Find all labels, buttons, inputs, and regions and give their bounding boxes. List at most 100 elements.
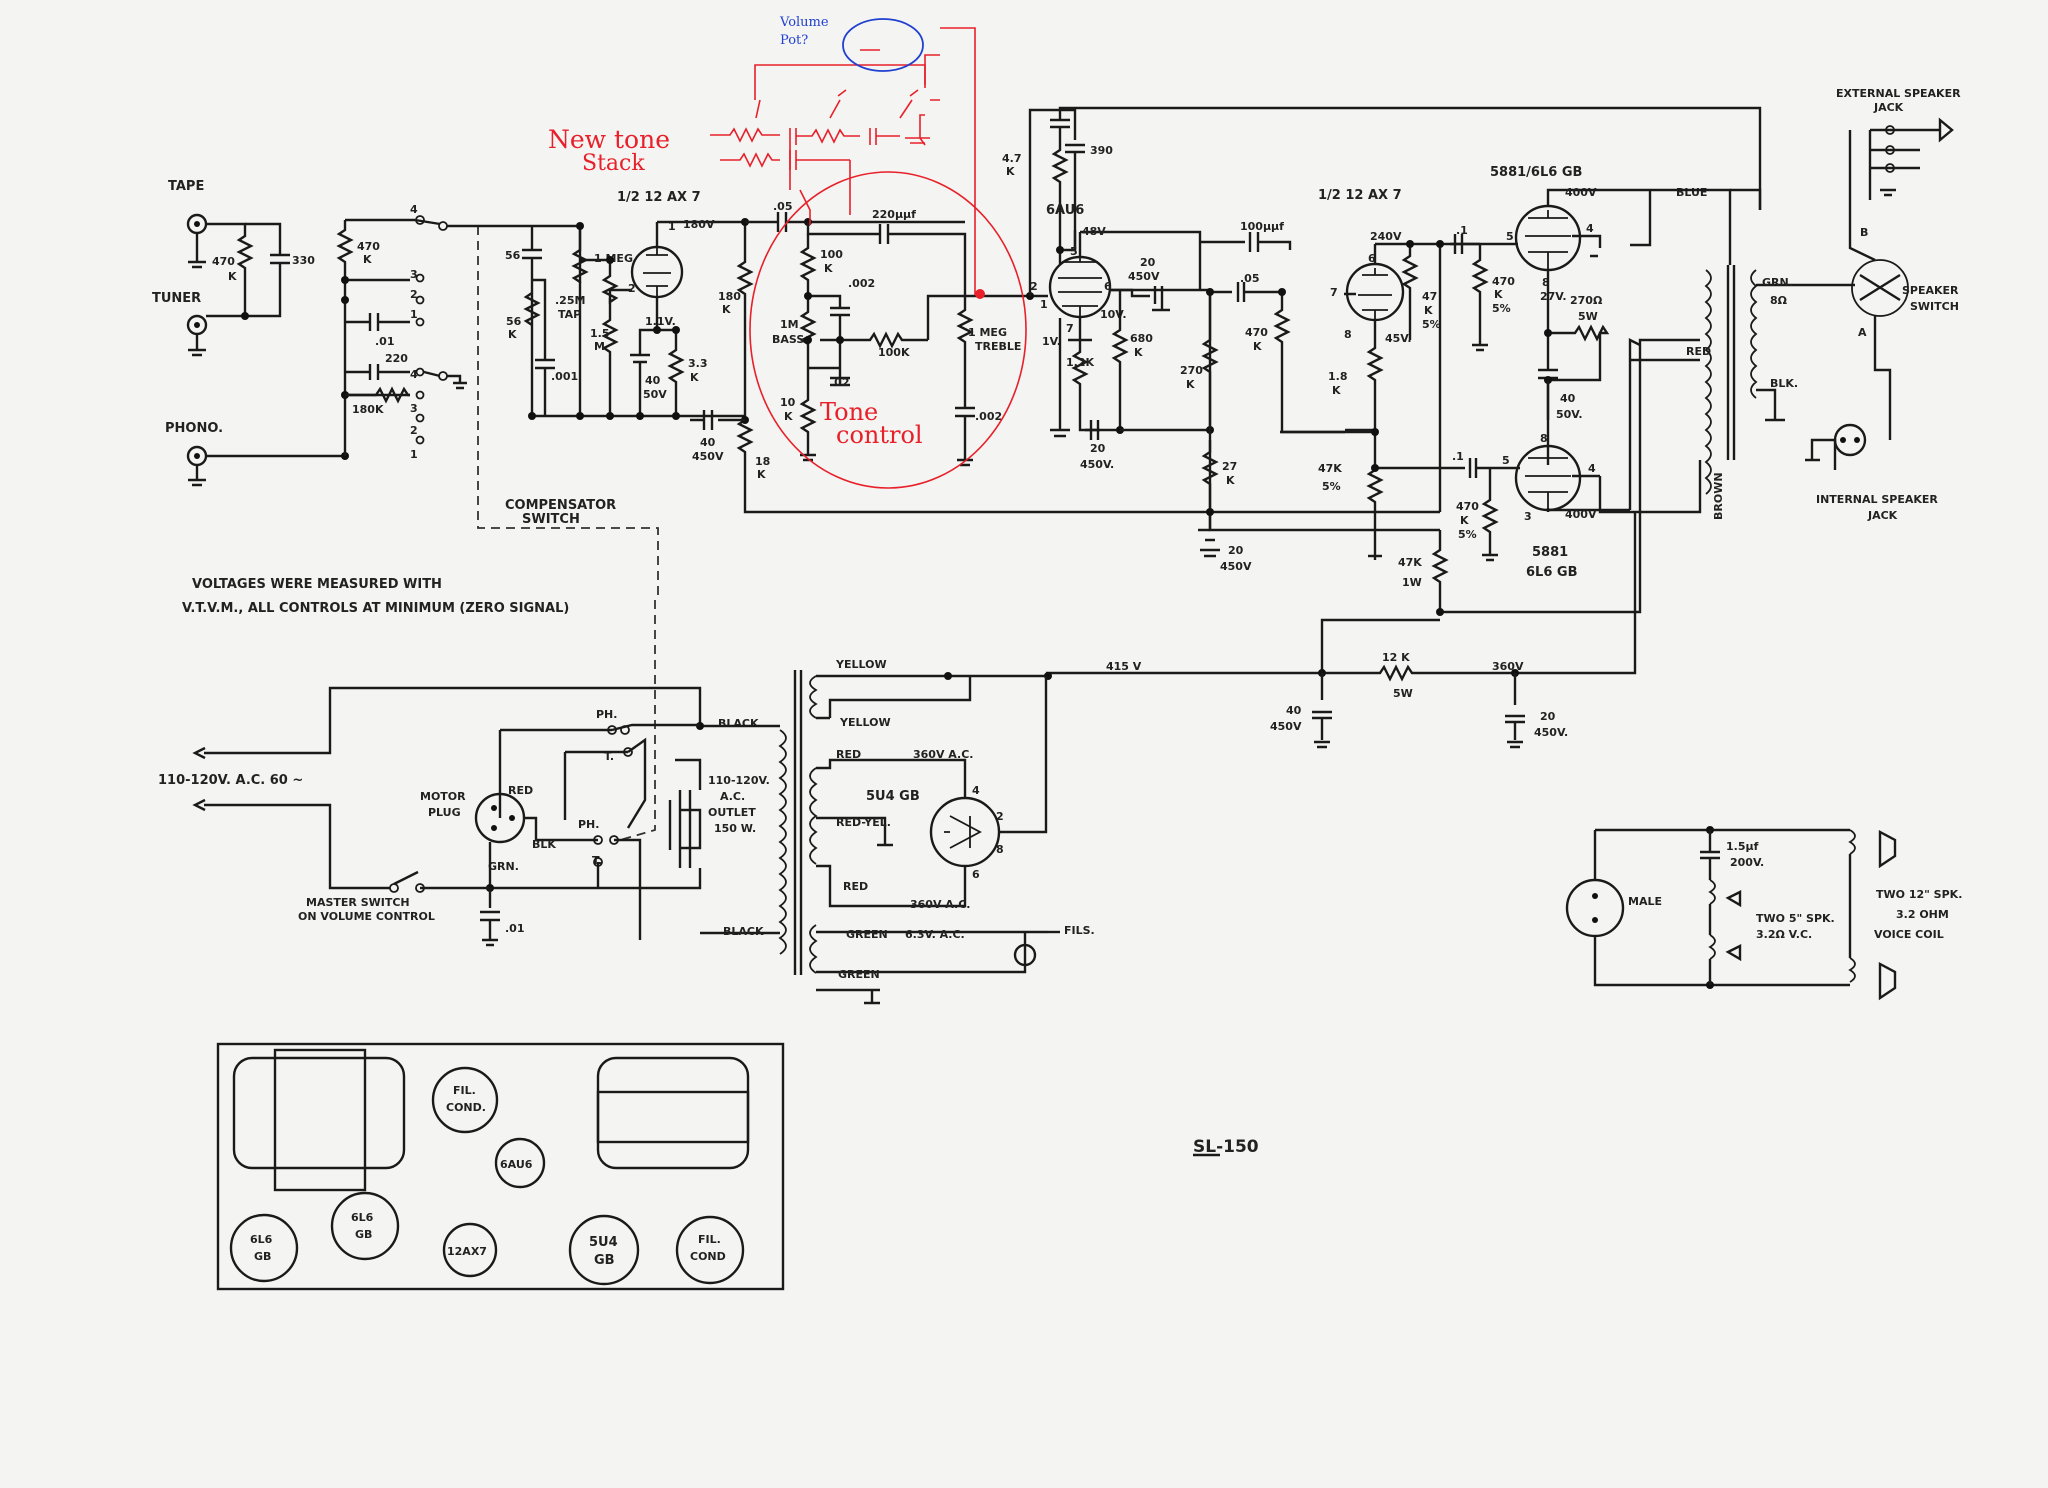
switch-a-label: A [1858,326,1867,339]
r470-label: 470 [212,255,235,268]
r56-label: 56 [506,315,522,328]
power-transformer: BLACK YELLOW YELLOW RED 360V A.C. RED-YE… [700,658,1095,1005]
sw-num-3a: 3 [410,268,418,281]
c20b-voltage: 450V. [1080,458,1114,471]
r18k-stage3-unit: K [1332,384,1341,397]
out2-pin8: 8 [1540,432,1548,445]
stage3-pin7: 7 [1330,286,1338,299]
stage2-pin-v: 10V. [1100,308,1127,321]
wire-redyel-label: RED-YEL. [836,816,891,829]
motor-plug-label: MOTOR [420,790,466,803]
chassis-6l6-2-label: 6L6 [351,1211,374,1224]
c20-supply-voltage: 450V. [1534,726,1568,739]
r270ohm-label: 270Ω [1570,294,1603,307]
stage2-pin5: 5 [1070,245,1078,258]
model-label: SL-150 [1193,1137,1259,1157]
r47b-unit: K [1424,304,1433,317]
stage3-pin6: 6 [1368,252,1376,265]
sw-num-4a: 4 [410,203,418,216]
c1a-label: .1 [1456,224,1468,237]
outlet-label-4: 150 W. [714,822,756,835]
r180k-label: 180 [718,290,741,303]
volume-annotation: Volume [779,15,829,30]
r47k-stage3-tol: 5% [1322,480,1341,493]
c40-output-voltage: 50V. [1556,408,1583,421]
two5spk-label: TWO 5" SPK. [1756,912,1835,925]
tone-control-circle [749,171,1027,489]
tape-label: TAPE [168,179,204,194]
wire-brown-label: BROWN [1712,472,1725,520]
r270k-label: 270 [1180,364,1203,377]
rect-pin4: 4 [972,784,980,797]
c390-label: 390 [1090,144,1113,157]
wire-red1-label: RED [836,748,861,761]
c56-label: 56 [505,249,521,262]
chassis-5u4-label: 5U4 [589,1235,618,1250]
chassis-outline [216,1042,785,1291]
out2-pin3: 3 [1524,510,1532,523]
c05-stage3-label: .05 [1240,272,1260,285]
r470k-stage3-unit: K [1253,340,1262,353]
bplus-supply: 415 V 12 K 5W 360V 40 450V 20 450V. [1046,512,1637,749]
junction-red-dot [975,289,985,299]
r470k-stage3-label: 470 [1245,326,1268,339]
chassis-5u4-gb: GB [594,1253,615,1268]
r270k-unit: K [1186,378,1195,391]
rect-pin6: 6 [972,868,980,881]
t1-label: T. [604,750,614,763]
speaker-switch-label: SPEAKER [1902,284,1959,297]
r180k-unit: K [722,303,731,316]
int-speaker-label-2: JACK [1867,509,1898,522]
t2-label: T. [592,854,602,867]
selector-switch-contacts: 4 3 2 1 4 3 2 1 [410,203,467,461]
r47k-label: 4.7 [1002,152,1022,165]
c20b-label: 20 [1090,442,1106,455]
male-plug-label: MALE [1628,895,1662,908]
c220-label: 220 [385,352,408,365]
speaker-switch[interactable] [1851,259,1909,317]
stage2-tube-label: 6AU6 [1046,203,1084,218]
secondary-v360a: 360V A.C. [913,748,973,761]
r27k-unit: K [1226,474,1235,487]
c40-coupling-voltage: 450V [692,450,724,463]
wire-blue-label: BLUE [1676,186,1707,199]
out2-pin5: 5 [1502,454,1510,467]
pot25m-label: .25M [555,294,585,307]
sw-num-2b: 2 [410,424,418,437]
stage1-12ax7: 1/2 12 AX 7 56 56 K .001 .25M TAP 1 MEG … [447,190,745,420]
c05-coupling-label: .05 [773,200,793,213]
r470b-label: 470 [357,240,380,253]
stage1-pin2: 2 [628,282,636,295]
c20-supply-label: 20 [1540,710,1556,723]
output-transformer: RED BROWN GRN. 8Ω BLK. [1598,188,1798,520]
wire-blk-label: BLK. [1770,377,1798,390]
r47b-label: 47 [1422,290,1437,303]
c002b-label: .002 [975,410,1002,423]
outlet-label-3: OUTLET [708,806,756,819]
filaments-label: FILS. [1064,924,1095,937]
r12k-rating: 5W [1393,687,1413,700]
r27k-label: 27 [1222,460,1237,473]
out1-pin4: 4 [1586,222,1594,235]
outlet-label-1: 110-120V. [708,774,770,787]
stage3-pin8: 8 [1344,328,1352,341]
chassis-12ax7 [442,1222,498,1278]
c40-stage1-voltage: 50V [643,388,667,401]
r10k-label: 10 [780,396,796,409]
c40-output-label: 40 [1560,392,1576,405]
bass-label: BASS [772,333,804,346]
input-section: TAPE TUNER PHONO. 470 K 330 470 K .01 [152,179,659,841]
outlet-label-2: A.C. [720,790,745,803]
stage1-plate-v: 180V [683,218,715,231]
speaker-switch-section: EXTERNAL SPEAKER JACK B A SPEAKER SWITCH… [1795,87,1961,522]
r470a-label: 470 [1492,275,1515,288]
c20-stage3-label: 20 [1228,544,1244,557]
c01-power-label: .01 [505,922,525,935]
c40-supply-voltage: 450V [1270,720,1302,733]
r470-unit: K [228,270,237,283]
wire-red2-label: RED [843,880,868,893]
treble-label: TREBLE [975,340,1021,353]
c330-label: 330 [292,254,315,267]
r10k-unit: K [784,410,793,423]
